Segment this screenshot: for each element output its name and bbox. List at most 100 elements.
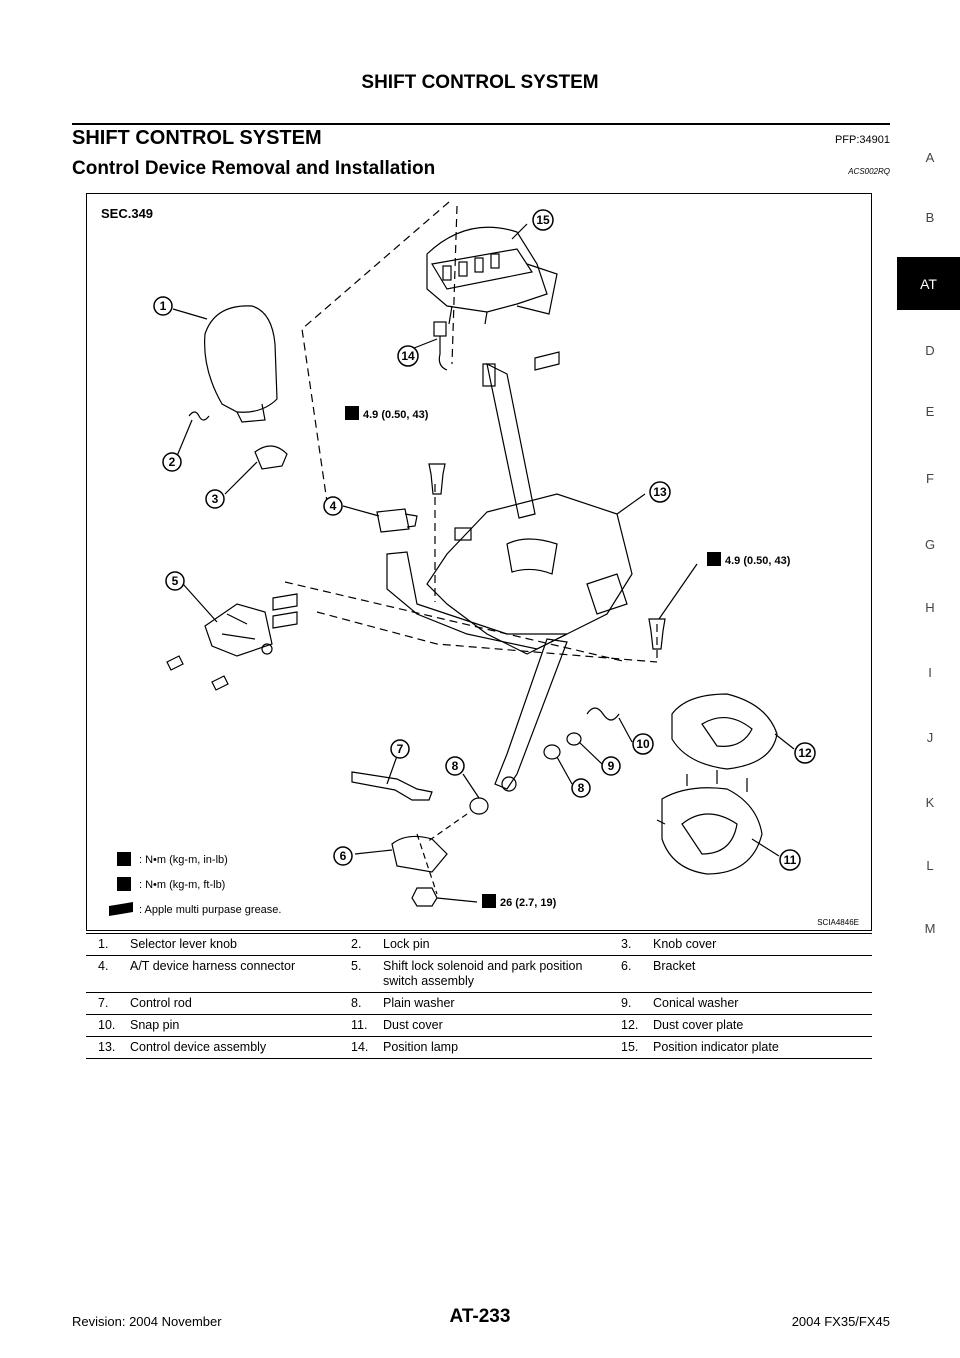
footer-revision: Revision: 2004 November xyxy=(72,1314,222,1329)
part-number: 2. xyxy=(339,933,371,956)
leader-6 xyxy=(354,849,393,855)
callout-8b: 8 xyxy=(571,778,591,798)
callout-12: 12 xyxy=(794,742,816,764)
knob-cover xyxy=(254,445,288,470)
part-number: 3. xyxy=(609,933,641,956)
shift-lock-solenoid xyxy=(204,603,273,657)
dust-cover-inner xyxy=(681,813,738,855)
dust-cover-studs xyxy=(656,770,748,825)
exploded-diagram: 1 2 3 4 5 6 7 8 8 9 10 11 12 13 14 15 SE… xyxy=(86,193,872,931)
parts-list-table: 1.Selector lever knob 2.Lock pin 3.Knob … xyxy=(86,933,872,1059)
leader-12 xyxy=(774,733,795,750)
side-index-a[interactable]: A xyxy=(925,150,935,165)
subsection-code: ACS002RQ xyxy=(848,167,890,176)
leader-4 xyxy=(342,505,380,517)
footer-page-number: AT-233 xyxy=(449,1306,511,1327)
dashed-guide-knob xyxy=(301,201,450,503)
svg-text:9: 9 xyxy=(608,759,615,773)
leader-8a xyxy=(462,773,480,799)
side-index-at-active[interactable]: AT xyxy=(897,257,960,310)
svg-text:10: 10 xyxy=(636,737,650,751)
callout-6: 6 xyxy=(333,846,353,866)
leader-3 xyxy=(224,461,258,495)
part-name: Shift lock solenoid and park position sw… xyxy=(371,955,609,993)
bracket xyxy=(391,835,448,873)
callouts: 1 2 3 4 5 6 7 8 8 9 10 11 12 13 14 15 xyxy=(153,209,816,871)
position-lamp xyxy=(433,321,448,371)
part-number: 6. xyxy=(609,955,641,993)
torque-icon-2 xyxy=(707,552,721,566)
callout-1: 1 xyxy=(153,296,173,316)
dashed-guide-nut xyxy=(416,833,438,895)
side-index-j[interactable]: J xyxy=(926,730,934,745)
svg-text:1: 1 xyxy=(160,299,167,313)
selector-lever-knob xyxy=(204,305,278,423)
leader-8b xyxy=(556,756,573,785)
plain-washer-2 xyxy=(469,797,489,815)
callout-7: 7 xyxy=(390,739,410,759)
harness-connector xyxy=(376,508,418,533)
part-name: Control device assembly xyxy=(118,1036,339,1059)
callout-14: 14 xyxy=(397,345,419,367)
dust-cover-plate xyxy=(671,693,778,770)
grease-marker-2 xyxy=(272,611,298,629)
svg-text:6: 6 xyxy=(340,849,347,863)
screw-1 xyxy=(166,655,184,671)
callout-4: 4 xyxy=(323,496,343,516)
part-number: 9. xyxy=(609,992,641,1015)
callout-10: 10 xyxy=(632,733,654,755)
leader-2 xyxy=(176,419,193,457)
torque-spec-upper-bolt: 4.9 (0.50, 43) xyxy=(363,409,429,421)
part-name: Control rod xyxy=(118,992,339,1015)
lever-rod xyxy=(486,362,536,519)
side-index-l[interactable]: L xyxy=(926,858,934,873)
part-number: 10. xyxy=(86,1014,118,1037)
bolt-upper xyxy=(428,463,446,495)
side-index-g[interactable]: G xyxy=(924,537,936,552)
svg-text:15: 15 xyxy=(536,213,550,227)
leader-torque-2 xyxy=(658,563,698,620)
legend-torque-inlb: : N•m (kg-m, in-lb) xyxy=(139,854,228,866)
svg-text:12: 12 xyxy=(798,746,812,760)
part-name: Dust cover xyxy=(371,1014,609,1037)
side-index-e[interactable]: E xyxy=(925,404,935,419)
part-number: 14. xyxy=(339,1036,371,1059)
dashed-guide-solenoid-1 xyxy=(284,581,628,663)
leader-torque-3 xyxy=(436,897,478,903)
part-number: 1. xyxy=(86,933,118,956)
leader-7 xyxy=(386,755,398,785)
part-name: Selector lever knob xyxy=(118,933,339,956)
table-row: 10.Snap pin 11.Dust cover 12.Dust cover … xyxy=(86,1014,872,1037)
part-name: Position indicator plate xyxy=(641,1036,872,1059)
side-index-b[interactable]: B xyxy=(925,210,935,225)
side-index-h[interactable]: H xyxy=(925,600,935,615)
dashed-guide-solenoid-2 xyxy=(316,611,658,663)
part-number: 5. xyxy=(339,955,371,993)
side-index-d[interactable]: D xyxy=(925,343,935,358)
part-number: 8. xyxy=(339,992,371,1015)
header-rule xyxy=(72,123,890,125)
side-index-m[interactable]: M xyxy=(924,921,936,936)
side-index-f[interactable]: F xyxy=(926,471,934,486)
leader-15 xyxy=(511,223,528,240)
side-index-i[interactable]: I xyxy=(928,665,932,680)
figure-code: SCIA4846E xyxy=(817,918,859,927)
leader-9 xyxy=(578,741,603,765)
part-name: A/T device harness connector xyxy=(118,955,339,993)
leader-1 xyxy=(172,308,208,320)
part-name: Snap pin xyxy=(118,1014,339,1037)
side-index-k[interactable]: K xyxy=(925,795,935,810)
callout-15: 15 xyxy=(532,209,554,231)
grease-marker-3 xyxy=(534,351,560,371)
screw-2 xyxy=(211,675,229,691)
part-number: 11. xyxy=(339,1014,371,1037)
part-name: Knob cover xyxy=(641,933,872,956)
dust-cover xyxy=(661,787,763,875)
part-name: Lock pin xyxy=(371,933,609,956)
dust-cover-plate-inner xyxy=(701,717,753,747)
callout-2: 2 xyxy=(162,452,182,472)
lower-lever-arm xyxy=(494,638,568,790)
svg-text:14: 14 xyxy=(401,349,415,363)
dashed-guide-plate xyxy=(451,205,458,365)
callout-8a: 8 xyxy=(445,756,465,776)
